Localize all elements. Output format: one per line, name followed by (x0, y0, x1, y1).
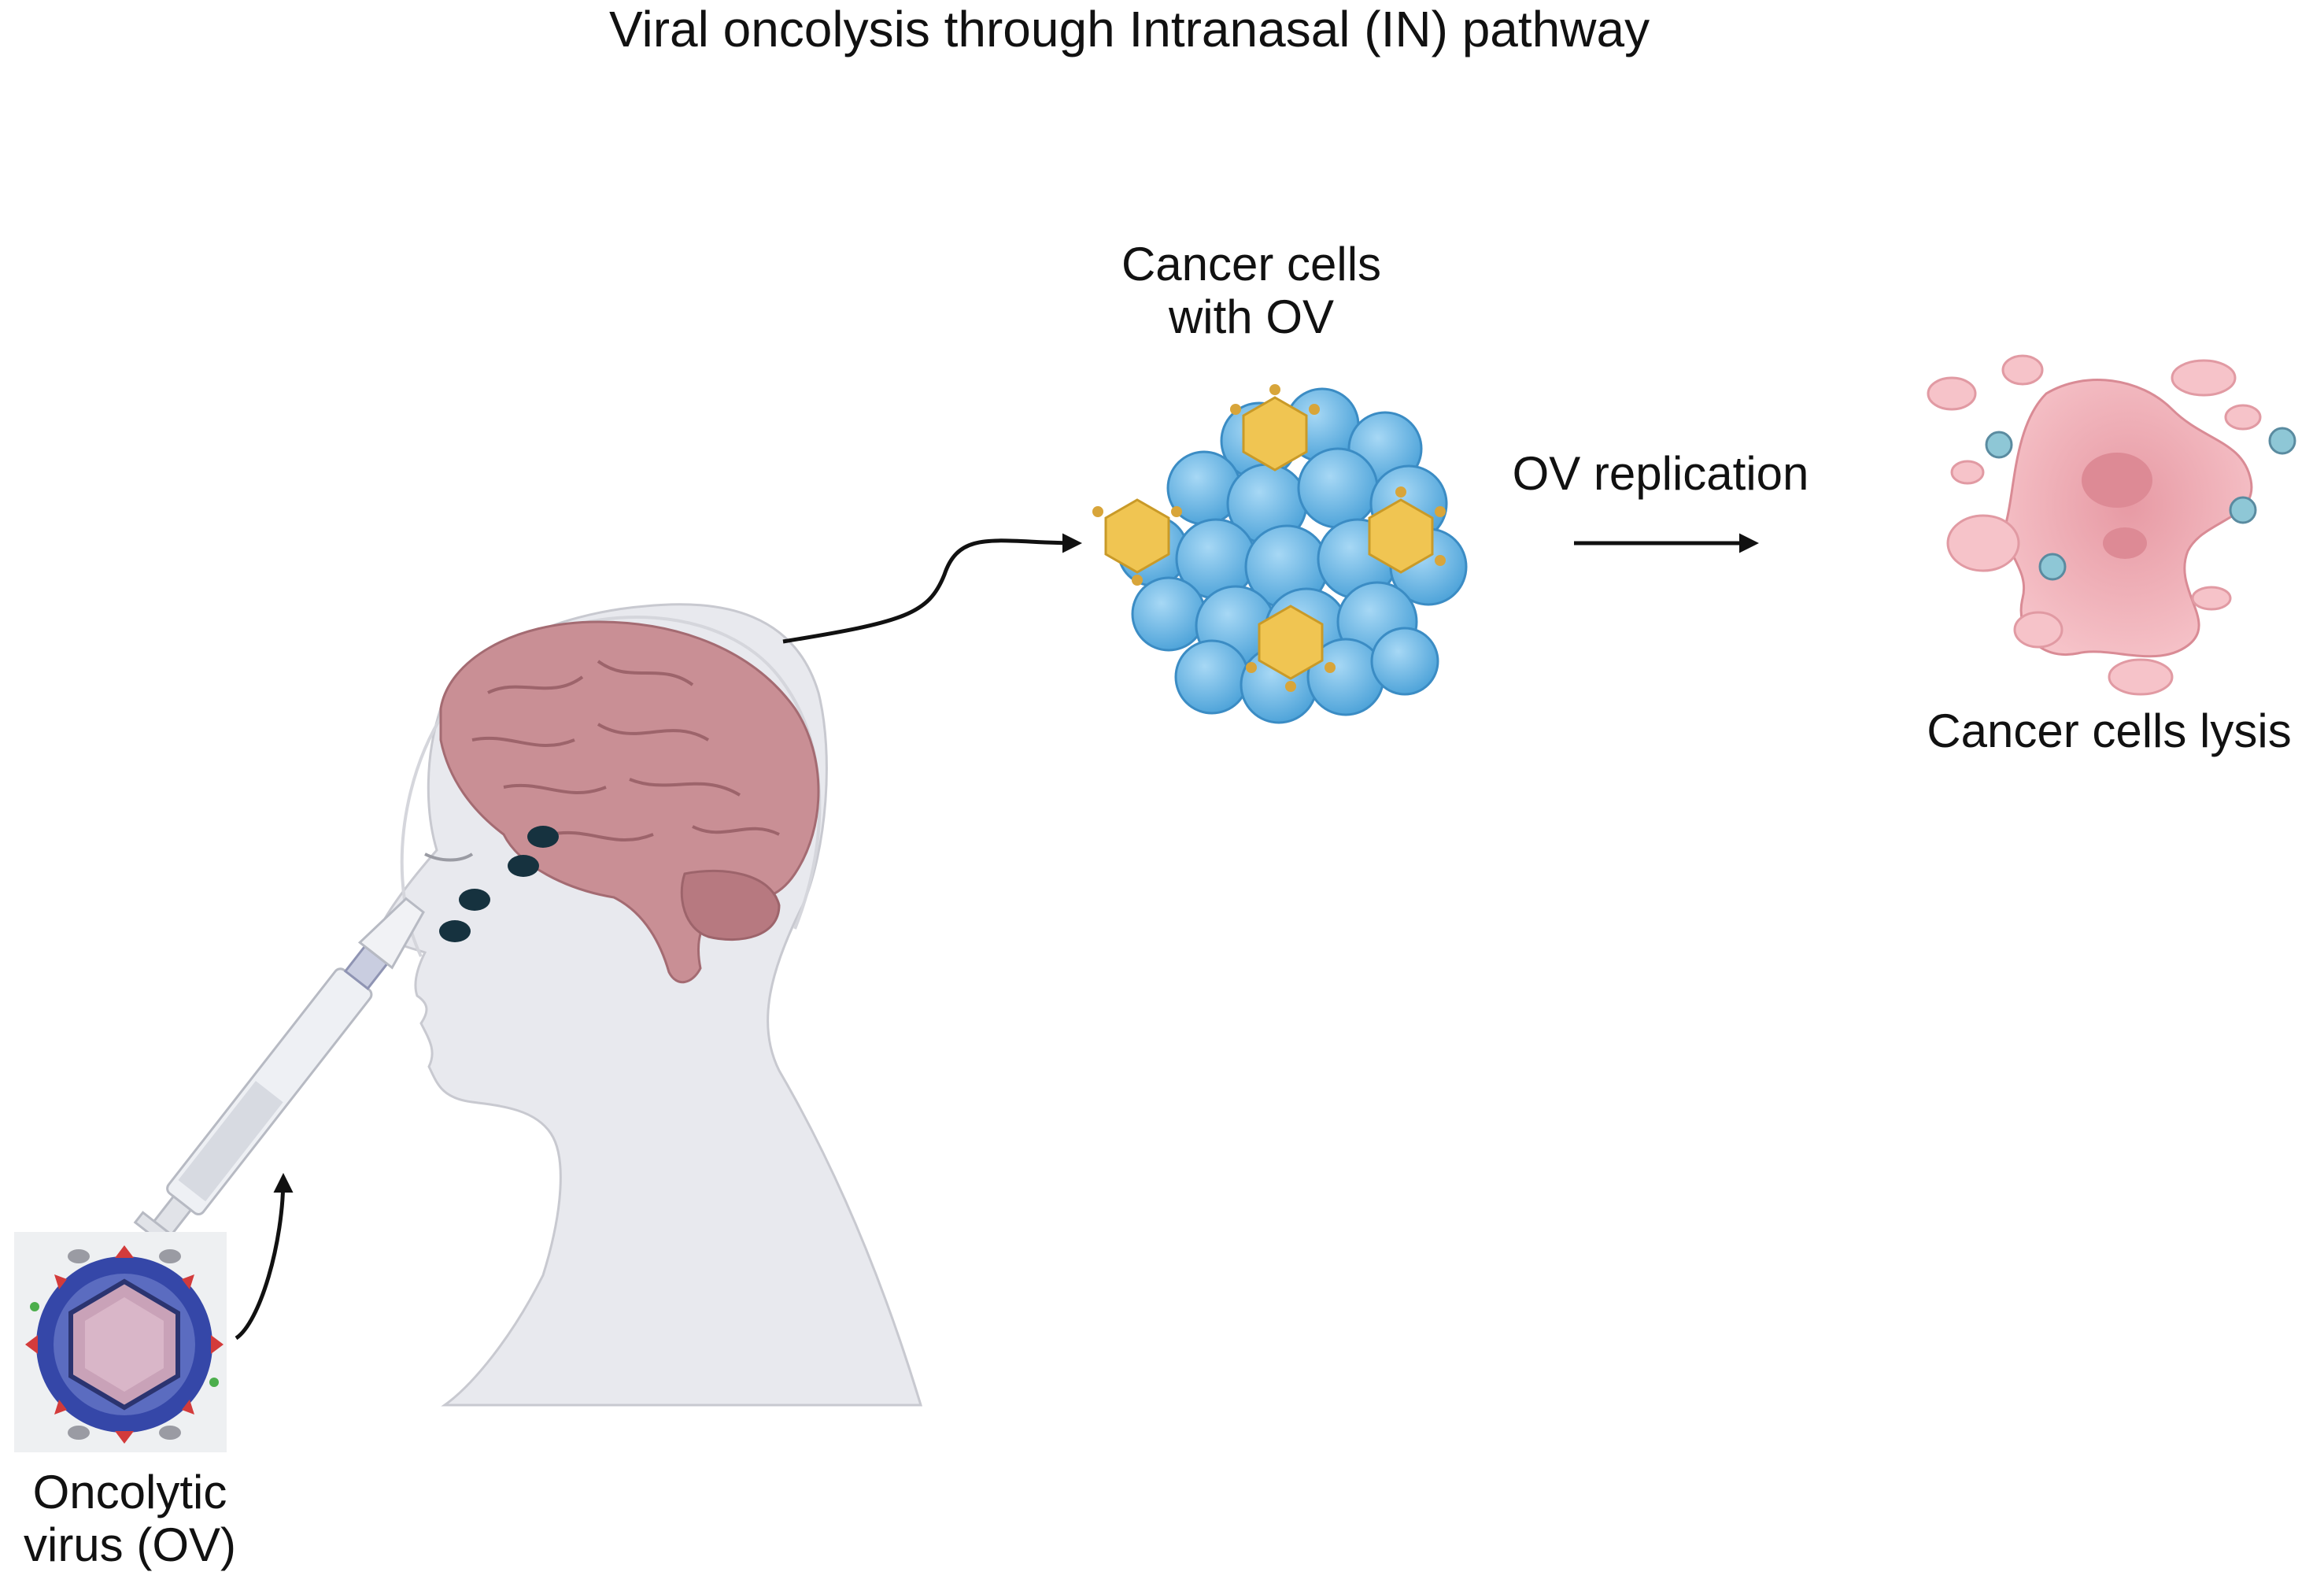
arrow-virus-to-syringe (235, 1173, 294, 1341)
oncolytic-virus-icon (14, 1232, 227, 1452)
ov-particle (439, 920, 471, 942)
arrow-brain-to-cancer-cells (782, 533, 1082, 644)
brain-folds (471, 660, 780, 841)
oncolytic-virus-label-line1: Oncolytic (32, 1466, 227, 1518)
nasal-syringe-icon (133, 897, 425, 1256)
oncolytic-virus-label-line2: virus (OV) (24, 1518, 236, 1572)
cerebellum (680, 869, 781, 941)
cancer-cells-with-ov-label-line1: Cancer cells (1121, 238, 1382, 290)
ov-replication-label: OV replication (1512, 447, 1809, 500)
cancer-cells-with-ov-label-line2: with OV (1168, 290, 1335, 344)
cancer-cells-with-ov-label: Cancer cells with OV (1070, 238, 1432, 343)
ov-particle (459, 889, 490, 911)
closed-eye (424, 853, 474, 862)
cancer-cells-lysis-label: Cancer cells lysis (1927, 705, 2292, 757)
head-profile-illustration (376, 603, 923, 1407)
oncolytic-virus-label: Oncolytic virus (OV) (0, 1466, 260, 1571)
ov-particle (508, 855, 539, 877)
ov-particle (527, 826, 559, 848)
diagram-title: Viral oncolysis through Intranasal (IN) … (608, 1, 1650, 57)
cancer-cell-cluster-icon (1092, 384, 1468, 724)
lysed-cancer-cells-icon (1927, 354, 2296, 696)
